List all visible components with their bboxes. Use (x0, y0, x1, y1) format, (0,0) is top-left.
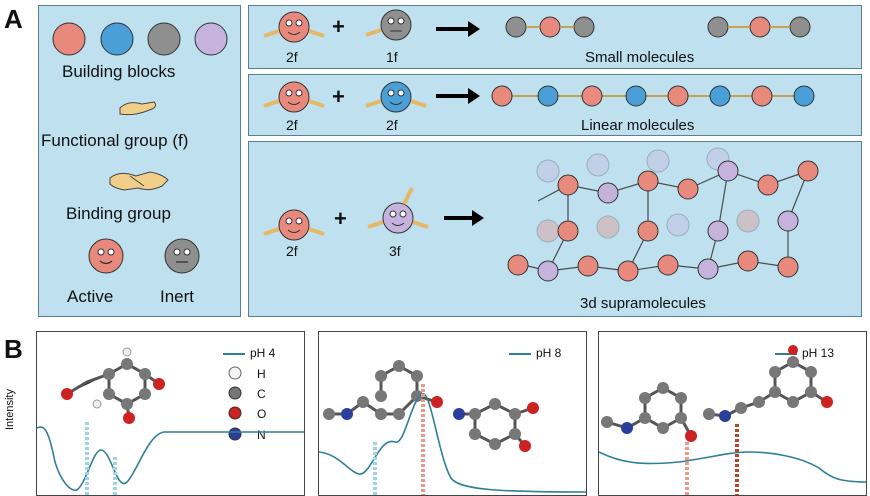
legend-building-blocks: Building blocks (62, 62, 176, 81)
row2-plus: + (332, 84, 345, 109)
legend-swatch-ph4 (223, 353, 245, 355)
atom-legend-c: C (257, 387, 266, 401)
panel-b-letter: B (4, 334, 23, 364)
row2-left-label: 2f (286, 117, 298, 133)
row1-left-label: 2f (286, 49, 298, 65)
building-blocks-icons (52, 22, 228, 274)
legend-inert: Inert (160, 287, 195, 306)
spectrum-frame-ph4: pH 4 H C O N (36, 331, 305, 496)
legend-functional-group: Functional group (f) (41, 131, 189, 150)
spectrum-frame-ph8: pH 8 (318, 331, 587, 496)
row-supramolecules-graphic (263, 147, 819, 282)
legend-box (38, 5, 241, 317)
row3-right-label: 3f (389, 243, 401, 259)
spectrum-ph8 (319, 360, 586, 495)
legend-swatch-ph8 (509, 353, 531, 355)
atom-legend-h: H (257, 367, 266, 381)
row1-plus: + (332, 14, 345, 39)
row-linear-molecules-graphic (263, 81, 815, 113)
legend-swatch-ph13 (775, 353, 797, 355)
row2-right-label: 2f (386, 117, 398, 133)
row-supramolecules-box (248, 141, 862, 317)
row1-right-label: 1f (386, 49, 398, 65)
row3-caption: 3d supramolecules (580, 295, 706, 312)
legend-label-ph13: pH 13 (802, 346, 835, 360)
legend-binding-group: Binding group (66, 204, 171, 223)
atom-legend-n: N (257, 428, 266, 442)
spectrum-ph13 (599, 345, 866, 495)
spectrum-ph4 (37, 347, 304, 495)
legend-label-ph8: pH 8 (536, 346, 562, 360)
panel-a-letter: A (4, 4, 23, 34)
legend-label-ph4: pH 4 (250, 346, 276, 360)
legend-active: Active (67, 287, 114, 306)
row2-caption: Linear molecules (581, 117, 695, 134)
row1-caption: Small molecules (585, 49, 695, 66)
row3-left-label: 2f (286, 243, 298, 259)
row3-plus: + (334, 206, 347, 231)
row-small-molecules-graphic (263, 9, 811, 43)
y-axis-label: Intensity (4, 389, 16, 430)
spectrum-frame-ph13: pH 13 (598, 331, 867, 496)
atom-legend-o: O (257, 407, 267, 421)
